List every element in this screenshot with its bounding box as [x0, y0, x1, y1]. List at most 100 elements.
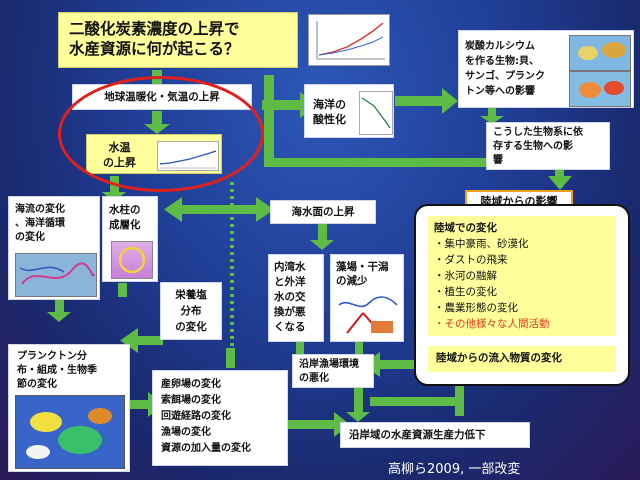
bay-line-4: 換が悪	[274, 306, 306, 318]
land-change-3: ・氷河の融解	[434, 270, 497, 282]
arrow-head-current	[47, 312, 71, 322]
node-acidification: 海洋の 酸性化	[304, 84, 394, 138]
arrow-head-sealevel	[310, 240, 334, 250]
stratification-graphic	[111, 241, 153, 279]
strat-line-1: 水柱の	[109, 204, 141, 216]
land-inflow-label: 陸域からの流入物質の変化	[436, 352, 562, 364]
dep-line-2: 存する生物への影	[493, 141, 573, 152]
coastal-env-line-1: 沿岸漁場環境	[299, 359, 359, 370]
arrow-nutr-to-plank	[135, 336, 163, 345]
arrow-calc-to-dep	[488, 106, 496, 118]
fishery-change-5: 資源の加入量の変化	[161, 443, 251, 454]
node-current: 海流の変化 、海洋循環 の変化	[8, 196, 100, 300]
fishery-change-2: 索餌場の変化	[161, 395, 221, 406]
fishery-change-4: 漁場の変化	[161, 427, 211, 438]
arrow-head-bi-left	[164, 197, 182, 222]
coastal-productivity-label: 沿岸域の水産資源生産力低下	[349, 429, 486, 441]
land-change-4: ・植生の変化	[434, 286, 497, 298]
plankton-line-2: 布・組成・生物季	[17, 365, 97, 376]
arrow-coastal-down	[354, 386, 363, 414]
arrow-to-land	[264, 158, 564, 167]
source-citation: 高柳ら2009, 一部改変	[388, 462, 521, 477]
arrow-sealevel-down	[318, 224, 327, 242]
arrow-head-dep	[480, 116, 504, 124]
title-line1: 二酸化炭素濃度の上昇で	[69, 20, 240, 38]
node-fishery-changes: 産卵場の変化 索餌場の変化 回遊経路の変化 漁場の変化 資源の加入量の変化	[152, 370, 288, 466]
node-seagrass: 藻場・干潟 の減少	[330, 254, 404, 342]
calc-line-1: 炭酸カルシウム	[465, 41, 535, 52]
node-plankton: プランクトン分 布・組成・生物季 節の変化	[8, 344, 130, 472]
ocean-map-bottom	[569, 71, 631, 107]
node-calcifying: 炭酸カルシウム を作る生物:貝、 サンゴ、プランク トン等への影響	[458, 30, 634, 108]
arrow-trunk	[264, 75, 274, 165]
bay-line-2: と外洋	[274, 276, 306, 288]
nutrients-line-3: の変化	[175, 321, 207, 333]
seagrass-line-2: の減少	[336, 275, 368, 287]
nutrients-line-1: 栄養塩	[175, 289, 207, 301]
fishery-change-3: 回遊経路の変化	[161, 411, 231, 422]
arrow-current-down	[55, 300, 64, 314]
node-coastal-env: 沿岸漁場環境 の悪化	[292, 354, 374, 388]
arrow-head-bi-right	[256, 197, 274, 222]
arrow-acid-to-calc	[395, 96, 445, 106]
arrow-fish-to-prod	[288, 420, 338, 429]
dep-line-1: こうした生物系に依	[493, 127, 583, 138]
arrow-land-to-coastal	[375, 360, 415, 369]
arrow-land-left	[370, 397, 460, 406]
nutrients-line-2: 分布	[180, 305, 202, 317]
node-dependent: こうした生物系に依 存する生物への影 響	[486, 122, 610, 170]
arrow-head-land	[548, 176, 572, 190]
current-line-3: の変化	[15, 232, 45, 243]
title-line2: 水産資源に何が起こる？	[69, 40, 240, 58]
highlight-oval	[58, 76, 264, 192]
node-sea-level: 海水面の上昇	[270, 200, 376, 224]
fishery-change-1: 産卵場の変化	[161, 379, 221, 390]
arrow-bidirectional	[180, 205, 258, 214]
arrow-bay-down	[296, 342, 304, 356]
bay-line-3: 水の交	[274, 291, 306, 303]
land-change-red: ・その他様々な人間活動	[434, 318, 550, 330]
land-changes-box: 陸域での変化 ・集中豪雨、砂漠化 ・ダストの飛来 ・氷河の融解 ・植生の変化 ・…	[428, 216, 616, 336]
land-change-1: ・集中豪雨、砂漠化	[434, 238, 529, 250]
land-change-2: ・ダストの飛来	[434, 254, 508, 266]
node-bay-exchange: 内湾水 と外洋 水の交 換が悪 くなる	[268, 254, 324, 342]
land-changes-title: 陸域での変化	[434, 222, 497, 234]
plankton-line-1: プランクトン分	[17, 351, 87, 362]
current-line-2: 、海洋循環	[15, 218, 65, 229]
arrow-warming-to-acid	[262, 100, 302, 110]
calc-line-3: サンゴ、プランク	[465, 71, 545, 82]
arrow-head-calc	[442, 88, 458, 114]
seagrass-graphic	[337, 293, 399, 337]
arrow-strat-down	[118, 283, 127, 297]
land-inflow-box: 陸域からの流入物質の変化	[428, 346, 616, 372]
co2-chart-thumbnail	[308, 14, 390, 66]
acidification-chart	[359, 91, 393, 135]
calc-line-4: トン等への影響	[465, 86, 535, 97]
calc-line-2: を作る生物:貝、	[465, 56, 539, 67]
node-nutrients: 栄養塩 分布 の変化	[160, 282, 222, 340]
node-stratification: 水柱の 成層化	[102, 196, 158, 282]
arrow-plank-to-fish	[130, 400, 152, 409]
node-coastal-productivity: 沿岸域の水産資源生産力低下	[340, 422, 530, 448]
arrow-seagrass-down	[355, 342, 363, 356]
bay-line-5: くなる	[274, 321, 306, 333]
coastal-env-line-2: の悪化	[299, 373, 329, 384]
bay-line-1: 内湾水	[274, 261, 306, 273]
strat-line-2: 成層化	[109, 219, 141, 231]
seagrass-line-1: 藻場・干潟	[336, 261, 389, 273]
sea-level-label: 海水面の上昇	[291, 206, 355, 218]
node-acid-line1: 海洋の	[313, 98, 346, 111]
title-box: 二酸化炭素濃度の上昇で 水産資源に何が起こる？	[58, 12, 298, 68]
dep-line-3: 響	[493, 155, 503, 166]
arrow-head-prod	[346, 412, 370, 422]
ocean-map-top	[569, 35, 631, 71]
land-change-5: ・農業形態の変化	[434, 302, 518, 314]
arrow-nutr-to-fish	[226, 348, 235, 368]
node-acid-line2: 酸性化	[313, 113, 346, 126]
circulation-map	[15, 253, 97, 297]
plankton-map	[15, 395, 125, 469]
plankton-line-3: 節の変化	[17, 379, 57, 390]
arrow-head-plank	[120, 328, 138, 353]
